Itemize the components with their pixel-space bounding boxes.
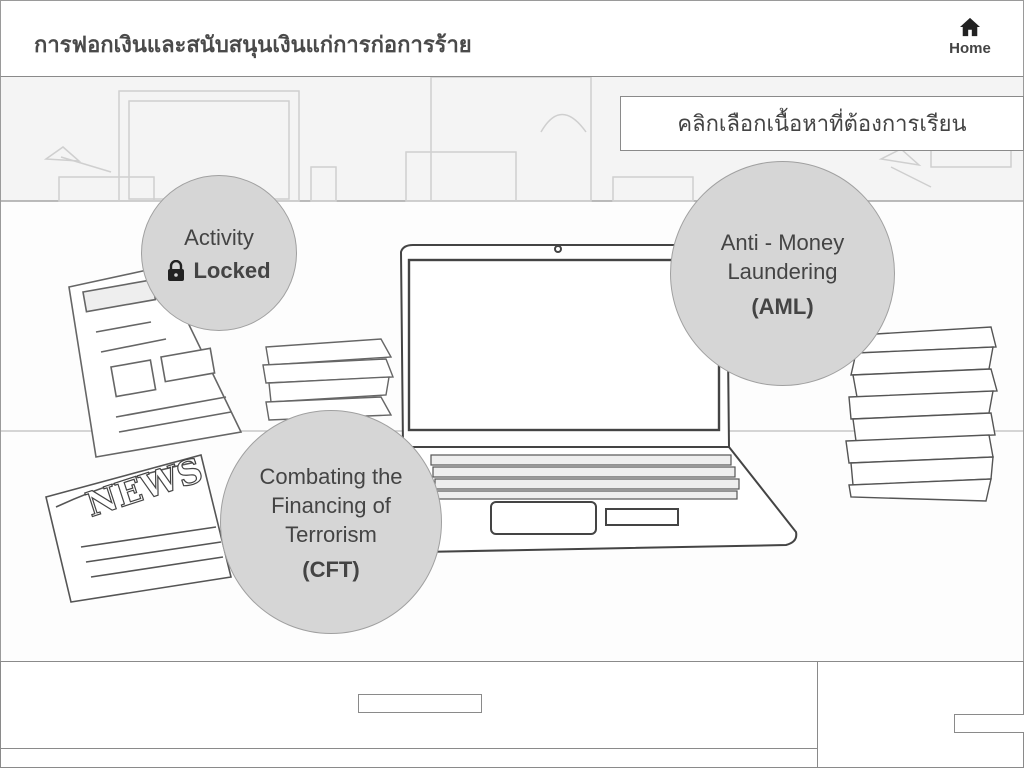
aml-abbreviation: (AML) — [751, 293, 814, 319]
cft-abbreviation: (CFT) — [302, 556, 360, 582]
cft-topic-button[interactable]: Combating the Financing of Terrorism (CF… — [220, 410, 442, 634]
home-button[interactable]: Home — [945, 17, 995, 63]
cft-label-line2: Financing of — [271, 492, 391, 518]
locked-label: Locked — [193, 257, 271, 283]
cft-label-line3: Terrorism — [285, 521, 377, 547]
cft-label-line1: Combating the — [259, 463, 403, 489]
activity-topic-button[interactable]: Activity Locked — [141, 175, 297, 331]
aml-topic-button[interactable]: Anti - Money Laundering (AML) — [670, 161, 895, 386]
page-title: การฟอกเงินและสนับสนุนเงินแก่การก่อการร้า… — [34, 32, 472, 57]
footer-divider-horizontal — [1, 748, 817, 749]
activity-label: Activity — [184, 224, 254, 250]
locked-status: Locked — [167, 257, 271, 284]
home-label: Home — [949, 40, 991, 57]
instruction-banner: คลิกเลือกเนื้อหาที่ต้องการเรียน — [620, 96, 1024, 151]
footer-nav-placeholder[interactable] — [954, 714, 1024, 733]
lock-icon — [168, 259, 185, 281]
background-scene: NEWS — [0, 77, 1024, 661]
header-bar: การฟอกเงินและสนับสนุนเงินแก่การก่อการร้า… — [0, 0, 1024, 77]
aml-label-line1: Anti - Money — [720, 229, 845, 255]
home-icon — [960, 17, 980, 37]
footer-bar — [0, 661, 1024, 768]
footer-divider — [817, 662, 818, 768]
footer-placeholder-box — [358, 694, 482, 713]
aml-label-line2: Laundering — [727, 258, 838, 284]
desk-sketch-illustration: NEWS — [1, 77, 1023, 603]
